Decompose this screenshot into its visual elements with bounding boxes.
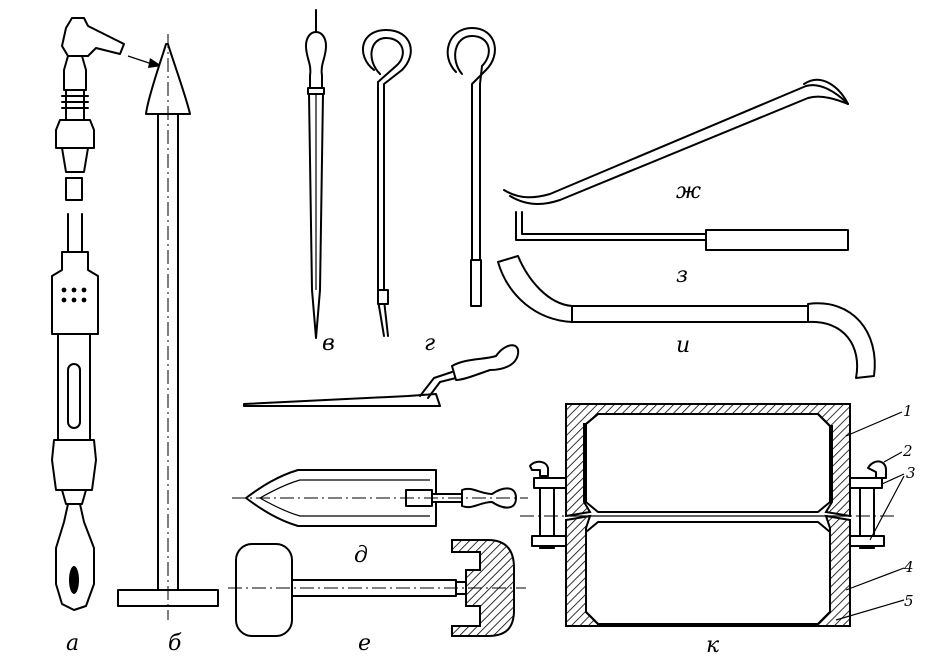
label-b: б	[168, 631, 182, 656]
tool-d-pointed-tool	[232, 469, 528, 527]
label-i: и	[676, 333, 690, 358]
callout-1: 1	[903, 402, 913, 420]
tool-v-awl	[305, 9, 327, 339]
tool-zh-lifter	[503, 78, 849, 205]
label-z: з	[676, 263, 688, 288]
label-g: г	[424, 331, 435, 356]
tool-z-l-rod	[515, 211, 849, 251]
tool-a-segmented-rod	[51, 17, 162, 611]
callout-2: 2	[902, 442, 913, 460]
label-k: к	[706, 633, 720, 658]
callout-5: 5	[904, 592, 914, 610]
label-v: в	[322, 331, 335, 356]
label-d: д	[354, 543, 368, 568]
label-zh: ж	[676, 179, 701, 204]
tool-trowel	[243, 344, 520, 407]
tool-b-tamping-rod	[117, 34, 219, 620]
label-e: е	[358, 631, 371, 656]
tool-e-mallet	[228, 539, 526, 637]
callout-3: 3	[906, 464, 916, 482]
label-a: а	[66, 631, 79, 656]
tool-g-hook-prickers	[362, 27, 496, 337]
tool-k-mold-box	[520, 403, 905, 627]
callout-4: 4	[903, 558, 914, 576]
tool-i-curved-bar	[497, 255, 876, 379]
